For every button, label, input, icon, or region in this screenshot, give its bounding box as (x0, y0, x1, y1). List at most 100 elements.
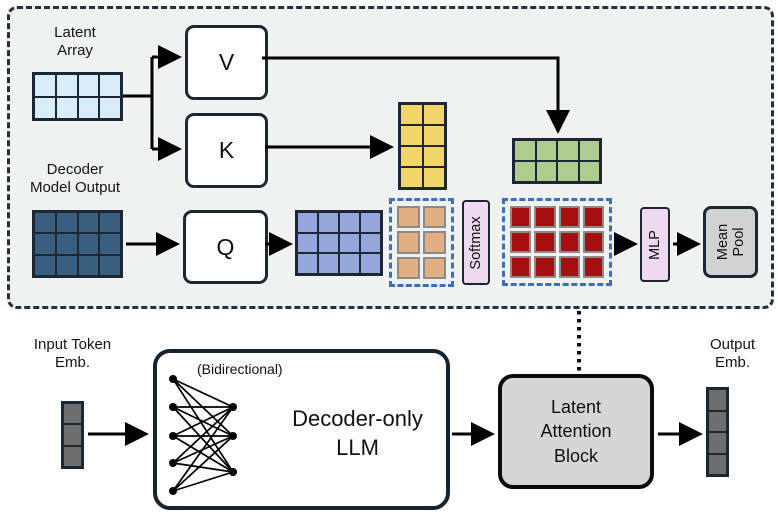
bidirectional-network-icon (169, 375, 237, 495)
grid-cell (56, 234, 77, 254)
grid-cell (582, 231, 604, 253)
grid-cell (423, 231, 446, 254)
latent-attention-block: Latent Attention Block (498, 374, 654, 489)
grid-cell (397, 256, 420, 279)
grid-cell (401, 105, 422, 124)
grid-cell (319, 233, 338, 253)
grid-cell (298, 233, 317, 253)
grid-cell (536, 162, 556, 181)
grid-cell (709, 433, 726, 453)
input-embedding-stack (61, 401, 84, 469)
grid-cell (319, 254, 338, 273)
grid-cell (423, 168, 444, 187)
grid-cell (35, 234, 55, 254)
grid-cell (423, 256, 446, 279)
softmax-label: Softmax (467, 215, 484, 270)
grid-cell (423, 206, 446, 229)
grid-cell (100, 75, 120, 96)
grid-cell (35, 213, 55, 233)
grid-cell (298, 254, 317, 273)
query-projection-box: Q (183, 210, 268, 284)
grid-cell (361, 233, 380, 253)
mlp-label: MLP (646, 229, 663, 260)
grid-cell (397, 231, 420, 254)
output-emb-label: Output Emb. (709, 336, 756, 372)
grid-cell (401, 168, 422, 187)
grid-cell (515, 162, 535, 181)
grid-cell (78, 234, 99, 254)
decoder-llm-box: (Bidirectional) Decoder-only LLM (153, 349, 450, 510)
grid-cell (100, 213, 120, 233)
grid-cell (510, 206, 532, 228)
latent-attention-block-label: Latent Attention Block (540, 397, 612, 466)
bidirectional-label: (Bidirectional) (197, 361, 283, 377)
grid-cell (423, 147, 444, 166)
grid-cell (78, 255, 99, 275)
output-embedding-stack (706, 387, 729, 477)
mean-pool-box: Mean Pool (703, 206, 758, 278)
grid-cell (558, 231, 580, 253)
grid-cell (56, 75, 77, 96)
grid-cell (558, 256, 580, 278)
grid-cell (100, 234, 120, 254)
grid-cell (340, 213, 359, 232)
grid-cell (56, 97, 77, 118)
attention-scores-grid (389, 198, 454, 287)
mean-pool-label: Mean Pool (714, 223, 747, 261)
grid-cell (510, 256, 532, 278)
query-projection-label: Q (216, 233, 235, 260)
grid-cell (319, 213, 338, 232)
grid-cell (56, 255, 77, 275)
key-projection-box: K (185, 113, 268, 188)
grid-cell (709, 411, 726, 431)
grid-cell (534, 206, 556, 228)
grid-cell (579, 162, 599, 181)
grid-cell (582, 206, 604, 228)
grid-cell (534, 256, 556, 278)
decoder-output-grid (32, 210, 123, 278)
latent-array-label: Latent Array (54, 24, 96, 60)
grid-cell (558, 206, 580, 228)
grid-cell (35, 75, 55, 96)
grid-cell (78, 75, 99, 96)
input-token-emb-label: Input Token Emb. (33, 336, 112, 372)
mlp-box: MLP (640, 207, 670, 282)
grid-cell (78, 97, 99, 118)
grid-cell (64, 425, 81, 445)
decoder-model-output-label: Decoder Model Output (29, 161, 121, 197)
grid-cell (534, 231, 556, 253)
grid-cell (582, 256, 604, 278)
key-matrix-grid (398, 102, 447, 190)
softmax-box: Softmax (462, 200, 490, 285)
decoder-only-llm-label: Decoder-only LLM (292, 406, 423, 460)
grid-cell (397, 206, 420, 229)
grid-cell (361, 254, 380, 273)
grid-cell (558, 141, 578, 160)
value-projection-label: V (218, 49, 235, 75)
grid-cell (100, 97, 120, 118)
grid-cell (298, 213, 317, 232)
query-matrix-grid (295, 210, 383, 276)
attention-weights-grid (502, 198, 612, 286)
grid-cell (340, 254, 359, 273)
grid-cell (100, 255, 120, 275)
grid-cell (56, 213, 77, 233)
grid-cell (64, 404, 81, 424)
grid-cell (536, 141, 556, 160)
grid-cell (78, 213, 99, 233)
value-projection-box: V (185, 25, 268, 100)
grid-cell (709, 390, 726, 410)
grid-cell (515, 141, 535, 160)
grid-cell (579, 141, 599, 160)
grid-cell (709, 454, 726, 474)
grid-cell (64, 446, 81, 466)
grid-cell (401, 147, 422, 166)
grid-cell (423, 105, 444, 124)
grid-cell (35, 97, 55, 118)
grid-cell (423, 126, 444, 145)
value-matrix-grid (512, 138, 602, 184)
key-projection-label: K (218, 137, 235, 163)
grid-cell (35, 255, 55, 275)
grid-cell (361, 213, 380, 232)
grid-cell (558, 162, 578, 181)
